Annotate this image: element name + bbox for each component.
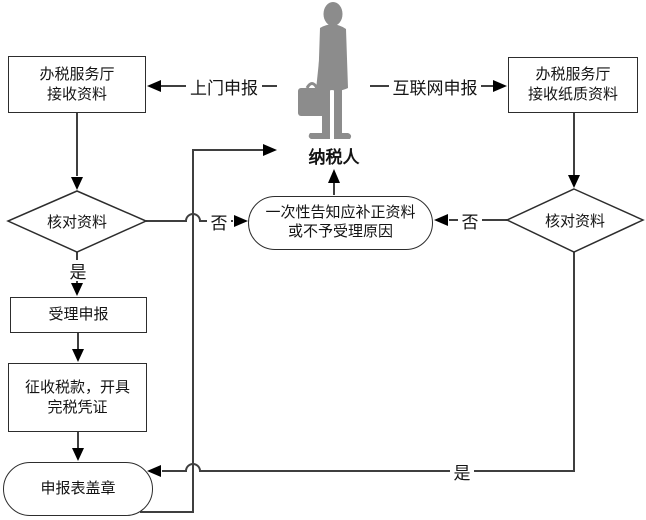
- arrowhead-into-hall-left: [147, 80, 161, 92]
- check-materials-diamond-right: [505, 188, 645, 253]
- arrowhead-notify-to-taxpayer: [328, 169, 340, 183]
- internet-declaration-label: 互联网申报: [389, 76, 481, 98]
- arrowhead-no-left-into-notify: [234, 215, 248, 227]
- hall-receive-materials-box: 办税服务厅 接收资料: [8, 56, 146, 113]
- stamp-declaration-stadium: 申报表盖章: [3, 462, 153, 516]
- hall-right-line2: 接收纸质资料: [527, 87, 618, 103]
- edge-stamp-to-taxpayer-line: [140, 149, 263, 513]
- collect-tax-box: 征收税款，开具 完税凭证: [8, 363, 147, 432]
- collect-line2: 完税凭证: [47, 399, 108, 416]
- arrowhead-into-collect: [72, 349, 84, 362]
- arrowhead-into-accept: [71, 283, 83, 296]
- no-label-left: 否: [207, 210, 231, 233]
- taxpayer-icon: [298, 2, 352, 139]
- arrowhead-into-check-left: [71, 177, 83, 190]
- yes-label-left: 是: [66, 260, 90, 282]
- notify-line1: 一次性告知应补正资料: [265, 205, 416, 221]
- collect-line1: 征收税款，开具: [24, 379, 130, 396]
- hall-right-line1: 办税服务厅: [535, 67, 611, 83]
- arrowhead-into-stamp-top: [72, 448, 84, 461]
- check-materials-left-label: 核对资料: [46, 215, 107, 231]
- accept-declaration-box: 受理申报: [10, 297, 147, 333]
- one-time-notify-stadium: 一次性告知应补正资料 或不予受理原因: [248, 196, 433, 250]
- arrowhead-into-check-right: [568, 175, 580, 188]
- arrowhead-no-right-into-notify: [434, 214, 448, 226]
- no-label-right: 否: [458, 209, 482, 232]
- yes-label-right: 是: [450, 460, 474, 483]
- onsite-declaration-label: 上门申报: [186, 76, 262, 98]
- taxpayer-label: 纳税人: [308, 148, 360, 167]
- arrowhead-yes-into-stamp-right: [147, 465, 161, 477]
- check-materials-diamond-left: [6, 190, 148, 253]
- edge-checkright-yes-line: [162, 252, 575, 472]
- arrowhead-into-hall-right: [493, 80, 507, 92]
- stamp-label: 申报表盖章: [40, 481, 116, 497]
- hall-receive-paper-box: 办税服务厅 接收纸质资料: [508, 57, 638, 113]
- hall-left-line1: 办税服务厅: [39, 66, 115, 83]
- arrowhead-stamp-to-taxpayer: [263, 144, 277, 156]
- hall-left-line2: 接收资料: [46, 86, 107, 103]
- accept-label: 受理申报: [48, 307, 109, 323]
- check-materials-right-label: 核对资料: [544, 214, 605, 230]
- notify-line2: 或不予受理原因: [287, 224, 393, 240]
